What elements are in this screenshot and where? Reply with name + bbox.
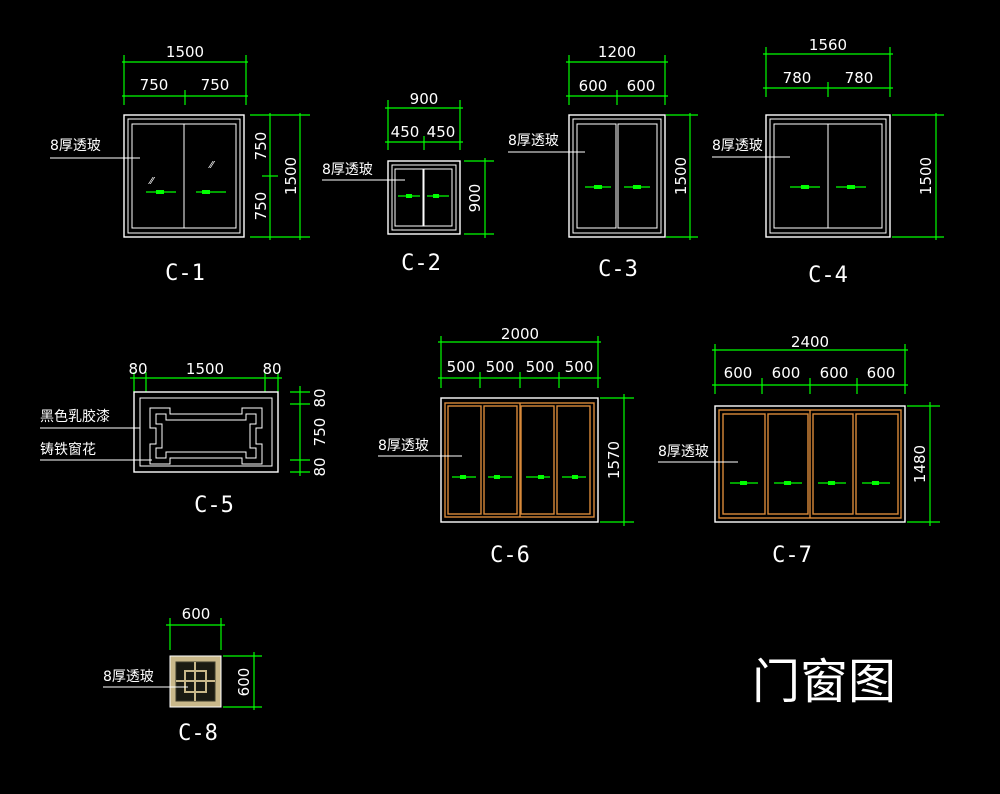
c6-width-dim: 2000 bbox=[501, 325, 539, 343]
c3-glass-label: 8厚透玻 bbox=[508, 133, 559, 149]
c8-glass-label: 8厚透玻 bbox=[103, 669, 154, 685]
c1-height-dim: 1500 bbox=[282, 157, 300, 195]
c7-width-dim: 2400 bbox=[791, 333, 829, 351]
c1-glass-label: 8厚透玻 bbox=[50, 138, 101, 154]
c4-width-dim: 1560 bbox=[809, 36, 847, 54]
window-c8: 600 8厚透玻 600 C-8 bbox=[103, 605, 262, 746]
window-c2: 900 450 450 8厚透玻 900 C-2 bbox=[322, 90, 494, 276]
c8-tag: C-8 bbox=[178, 721, 218, 746]
c1-pane-dim-1: 750 bbox=[140, 76, 169, 94]
c3-pane-dim-1: 600 bbox=[579, 77, 608, 95]
c5-width-side-2: 80 bbox=[262, 360, 281, 378]
c1-pane-dim-2: 750 bbox=[201, 76, 230, 94]
window-c1: 1500 750 750 ⁄⁄ ⁄⁄ 8厚透玻 750 750 1500 C-1 bbox=[50, 43, 310, 286]
c7-height-dim: 1480 bbox=[911, 445, 929, 483]
c5-height-side-2: 80 bbox=[311, 457, 329, 476]
window-c7: 2400 600 600 600 600 8厚透玻 1480 C-7 bbox=[658, 333, 940, 568]
c5-height-center: 750 bbox=[311, 418, 329, 447]
c2-glass-label: 8厚透玻 bbox=[322, 162, 373, 178]
c6-pane-dim-4: 500 bbox=[565, 358, 594, 376]
c6-height-dim: 1570 bbox=[605, 441, 623, 479]
c4-tag: C-4 bbox=[808, 263, 848, 288]
c1-width-dim: 1500 bbox=[166, 43, 204, 61]
c6-pane-dim-2: 500 bbox=[486, 358, 515, 376]
c7-glass-label: 8厚透玻 bbox=[658, 444, 709, 460]
c7-tag: C-7 bbox=[772, 543, 812, 568]
window-c4: 1560 780 780 8厚透玻 1500 C-4 bbox=[712, 36, 944, 288]
c4-height-dim: 1500 bbox=[917, 157, 935, 195]
c2-pane-dim-1: 450 bbox=[391, 123, 420, 141]
svg-text:⁄⁄: ⁄⁄ bbox=[208, 160, 216, 171]
drawing-title: 门窗图 bbox=[752, 654, 896, 710]
c5-lattice-label: 铸铁窗花 bbox=[40, 441, 96, 458]
c5-height-side-1: 80 bbox=[311, 388, 329, 407]
window-c6: 2000 500 500 500 500 8厚透玻 1570 C-6 bbox=[378, 325, 634, 568]
c3-tag: C-3 bbox=[598, 257, 638, 282]
c3-width-dim: 1200 bbox=[598, 43, 636, 61]
c5-paint-label: 黑色乳胶漆 bbox=[40, 408, 110, 425]
c2-width-dim: 900 bbox=[410, 90, 439, 108]
c4-pane-dim-2: 780 bbox=[845, 69, 874, 87]
c3-height-dim: 1500 bbox=[672, 157, 690, 195]
c2-height-dim: 900 bbox=[466, 184, 484, 213]
window-c3: 1200 600 600 8厚透玻 1500 C-3 bbox=[508, 43, 698, 282]
c7-pane-dim-1: 600 bbox=[724, 364, 753, 382]
c7-pane-dim-4: 600 bbox=[867, 364, 896, 382]
c6-pane-dim-3: 500 bbox=[526, 358, 555, 376]
c1-tag: C-1 bbox=[165, 261, 205, 286]
c1-height-part-2: 750 bbox=[252, 192, 270, 221]
window-c5: 80 1500 80 黑色乳胶漆 铸铁窗花 80 750 80 C-5 bbox=[40, 360, 329, 518]
c4-pane-dim-1: 780 bbox=[783, 69, 812, 87]
c6-tag: C-6 bbox=[490, 543, 530, 568]
c1-height-part-1: 750 bbox=[252, 132, 270, 161]
c7-pane-dim-3: 600 bbox=[820, 364, 849, 382]
c2-pane-dim-2: 450 bbox=[427, 123, 456, 141]
c2-tag: C-2 bbox=[401, 251, 441, 276]
svg-text:⁄⁄: ⁄⁄ bbox=[148, 176, 156, 187]
c5-width-side-1: 80 bbox=[128, 360, 147, 378]
c8-width-dim: 600 bbox=[182, 605, 211, 623]
c6-pane-dim-1: 500 bbox=[447, 358, 476, 376]
c8-height-dim: 600 bbox=[235, 668, 253, 697]
c4-glass-label: 8厚透玻 bbox=[712, 138, 763, 154]
c7-pane-dim-2: 600 bbox=[772, 364, 801, 382]
c6-glass-label: 8厚透玻 bbox=[378, 438, 429, 454]
c5-tag: C-5 bbox=[194, 493, 234, 518]
c5-width-center: 1500 bbox=[186, 360, 224, 378]
c3-pane-dim-2: 600 bbox=[627, 77, 656, 95]
